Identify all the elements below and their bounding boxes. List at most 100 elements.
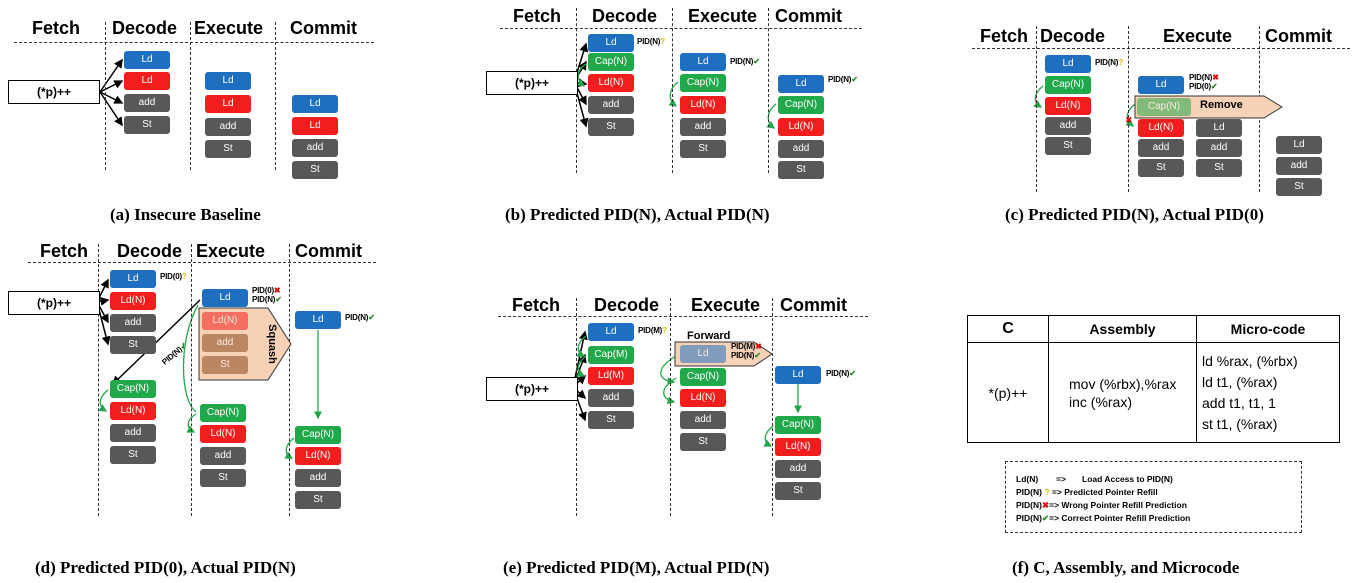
header-divider-d <box>28 262 376 263</box>
stage-decode-d: Decode <box>117 241 183 261</box>
table-header-c: C <box>967 315 1049 343</box>
stage-execute-c: Execute <box>1163 26 1233 46</box>
microcode-line: st t1, (%rax) <box>1202 415 1278 432</box>
op-st: St <box>110 336 156 354</box>
stage-divider-d1 <box>98 244 99 516</box>
pid-tag: PID(M)? <box>638 326 667 335</box>
forward-label: Forward <box>687 330 731 342</box>
table-cell-c: *(p)++ <box>967 342 1049 443</box>
op-ld: Ld <box>1276 136 1322 154</box>
stage-decode-c: Decode <box>1040 26 1106 46</box>
pid-tag: PID(N)✔ <box>828 75 858 84</box>
header-divider-a <box>14 42 374 43</box>
stage-divider-c1 <box>1036 26 1037 192</box>
caption-f: (f) C, Assembly, and Microcode <box>1012 558 1240 577</box>
squash-label: Squash <box>265 324 278 364</box>
op-ld-n: Ld(N) <box>110 292 156 310</box>
question-icon: ? <box>181 272 187 281</box>
table-cell-assembly: mov (%rbx),%rax inc (%rax) <box>1048 342 1197 443</box>
op-ld: Ld <box>295 311 341 329</box>
header-divider-c <box>972 48 1350 49</box>
stage-commit-a: Commit <box>290 18 357 38</box>
stage-decode-b: Decode <box>592 6 658 26</box>
header-divider-e <box>498 316 868 317</box>
op-ld: Ld <box>205 72 251 90</box>
question-icon: ? <box>1118 58 1123 67</box>
stage-fetch-b: Fetch <box>513 6 562 26</box>
fetch-arrows-a <box>99 58 124 127</box>
pid-tag: PID(N)✔ <box>252 295 282 304</box>
op-ld-n: Ld(N) <box>1045 97 1091 115</box>
check-icon: ✔ <box>849 369 856 378</box>
check-icon: ✔ <box>368 313 375 322</box>
stage-commit-b: Commit <box>775 6 842 26</box>
op-cap-n: Cap(N) <box>200 404 246 422</box>
caption-e: (e) Predicted PID(M), Actual PID(N) <box>503 558 770 577</box>
op-add: add <box>588 96 634 114</box>
cross-icon: ✖ <box>273 286 281 295</box>
stage-divider-e3 <box>772 298 773 516</box>
stage-commit-d: Commit <box>295 241 362 261</box>
pid-tag: PID(N)✔ <box>826 369 856 378</box>
stage-decode-a: Decode <box>112 18 178 38</box>
cross-icon: ✖ <box>1041 500 1050 510</box>
question-icon: ? <box>660 37 665 46</box>
stage-fetch-e: Fetch <box>512 295 561 315</box>
pid-tag: PID(0)✖ <box>252 286 281 295</box>
remove-label: Remove <box>1200 99 1243 111</box>
stage-divider-b3 <box>768 8 769 173</box>
op-ld: Ld <box>124 51 170 69</box>
legend-row: Ld(N)=>Load Access to PID(N) <box>1016 474 1173 484</box>
op-ld: Ld <box>205 95 251 113</box>
stage-divider-d2 <box>191 244 192 516</box>
pid-tag: PID(N)✔ <box>345 313 375 322</box>
op-cap-n-removed: Cap(N) <box>1137 98 1191 116</box>
stage-commit-c: Commit <box>1265 26 1332 46</box>
stage-divider-e1 <box>576 298 577 516</box>
op-ld: Ld <box>292 117 338 135</box>
op-st: St <box>200 469 246 487</box>
caption-b: (b) Predicted PID(N), Actual PID(N) <box>505 205 770 224</box>
op-ld-n: Ld(N) <box>680 389 726 407</box>
op-cap-n: Cap(N) <box>778 96 824 114</box>
caption-c: (c) Predicted PID(N), Actual PID(0) <box>1005 205 1264 224</box>
pid-tag: PID(N)? <box>637 37 665 46</box>
stage-fetch-d: Fetch <box>40 241 89 261</box>
op-cap-n: Cap(N) <box>588 53 634 71</box>
pid-tag: PID(0)? <box>160 272 187 281</box>
stage-commit-e: Commit <box>780 295 847 315</box>
op-st: St <box>292 161 338 179</box>
op-add: add <box>110 314 156 332</box>
op-ld: Ld <box>124 72 170 90</box>
check-icon: ✔ <box>851 75 858 84</box>
op-ld: Ld <box>292 95 338 113</box>
op-cap-n: Cap(N) <box>680 74 726 92</box>
op-ld: Ld <box>202 289 248 307</box>
op-add: add <box>292 139 338 157</box>
op-add: add <box>295 469 341 487</box>
op-cap-n: Cap(N) <box>1045 76 1091 94</box>
stage-divider-a2 <box>190 22 191 170</box>
op-ld-n: Ld(N) <box>778 118 824 136</box>
stage-execute-a: Execute <box>194 18 264 38</box>
op-st: St <box>110 446 156 464</box>
check-icon: ✔ <box>1210 82 1218 91</box>
instruction-box-b: (*p)++ <box>486 71 578 95</box>
table-header-assembly: Assembly <box>1048 315 1197 343</box>
op-ld-n: Ld(N) <box>680 96 726 114</box>
stage-execute-b: Execute <box>688 6 758 26</box>
op-add: add <box>110 424 156 442</box>
op-ld: Ld <box>588 34 634 52</box>
stage-divider-b2 <box>672 8 673 173</box>
check-icon: ✔ <box>754 351 761 360</box>
op-add: add <box>588 389 634 407</box>
pid-tag: PID(N)? <box>1095 58 1123 67</box>
op-st: St <box>1045 137 1091 155</box>
table-cell-microcode: ld %rax, (%rbx) ld t1, (%rax) add t1, t1… <box>1196 342 1340 443</box>
table-header-microcode: Micro-code <box>1196 315 1340 343</box>
op-cap-n: Cap(N) <box>775 416 821 434</box>
op-add: add <box>1138 139 1184 157</box>
pid-tag: PID(N)✖ <box>1189 73 1219 82</box>
op-st: St <box>680 433 726 451</box>
op-st: St <box>778 161 824 179</box>
